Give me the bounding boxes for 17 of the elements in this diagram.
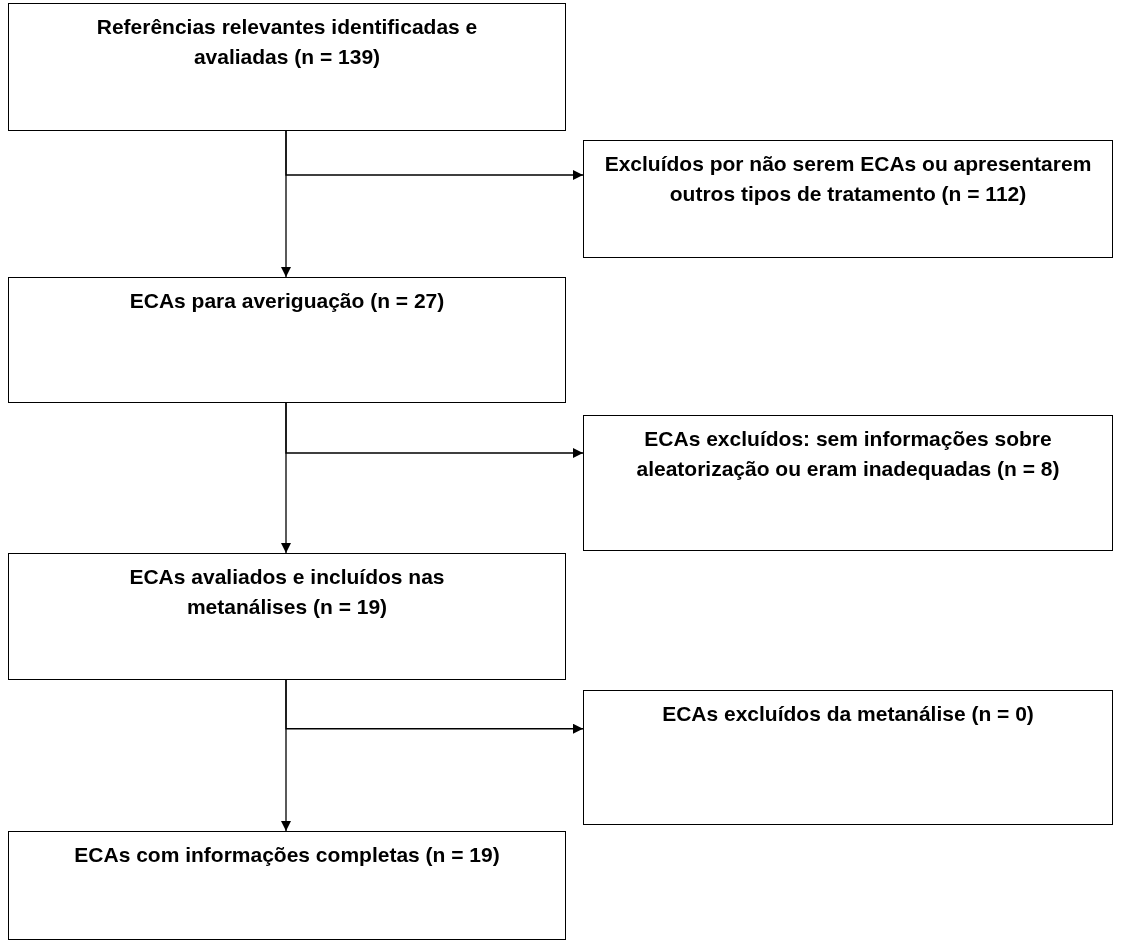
process-box (8, 277, 566, 403)
process-box (8, 3, 566, 131)
process-box (583, 415, 1113, 551)
process-box (8, 553, 566, 680)
box-text: ECAs excluídos: sem informações sobre aleatorização ou eram inadequadas (n = 8) (635, 426, 1061, 482)
process-box (583, 140, 1113, 258)
process-box (8, 831, 566, 940)
arrow (285, 130, 584, 180)
box-text: ECAs avaliados e incluídos nas metanálises (n = 19) (128, 564, 446, 620)
box-text: Excluídos por não serem ECAs ou apresentarem outros tipos de tratamento (n = 112) (603, 151, 1093, 207)
arrow (285, 679, 584, 734)
arrow (285, 402, 584, 458)
box-text: ECAs com informações completas (n = 19) (74, 842, 500, 868)
process-box (583, 690, 1113, 825)
box-text: Referências relevantes identificadas e avaliadas (n = 139) (95, 14, 479, 70)
box-text: ECAs excluídos da metanálise (n = 0) (662, 701, 1034, 727)
box-text: ECAs para averiguação (n = 27) (129, 288, 445, 314)
